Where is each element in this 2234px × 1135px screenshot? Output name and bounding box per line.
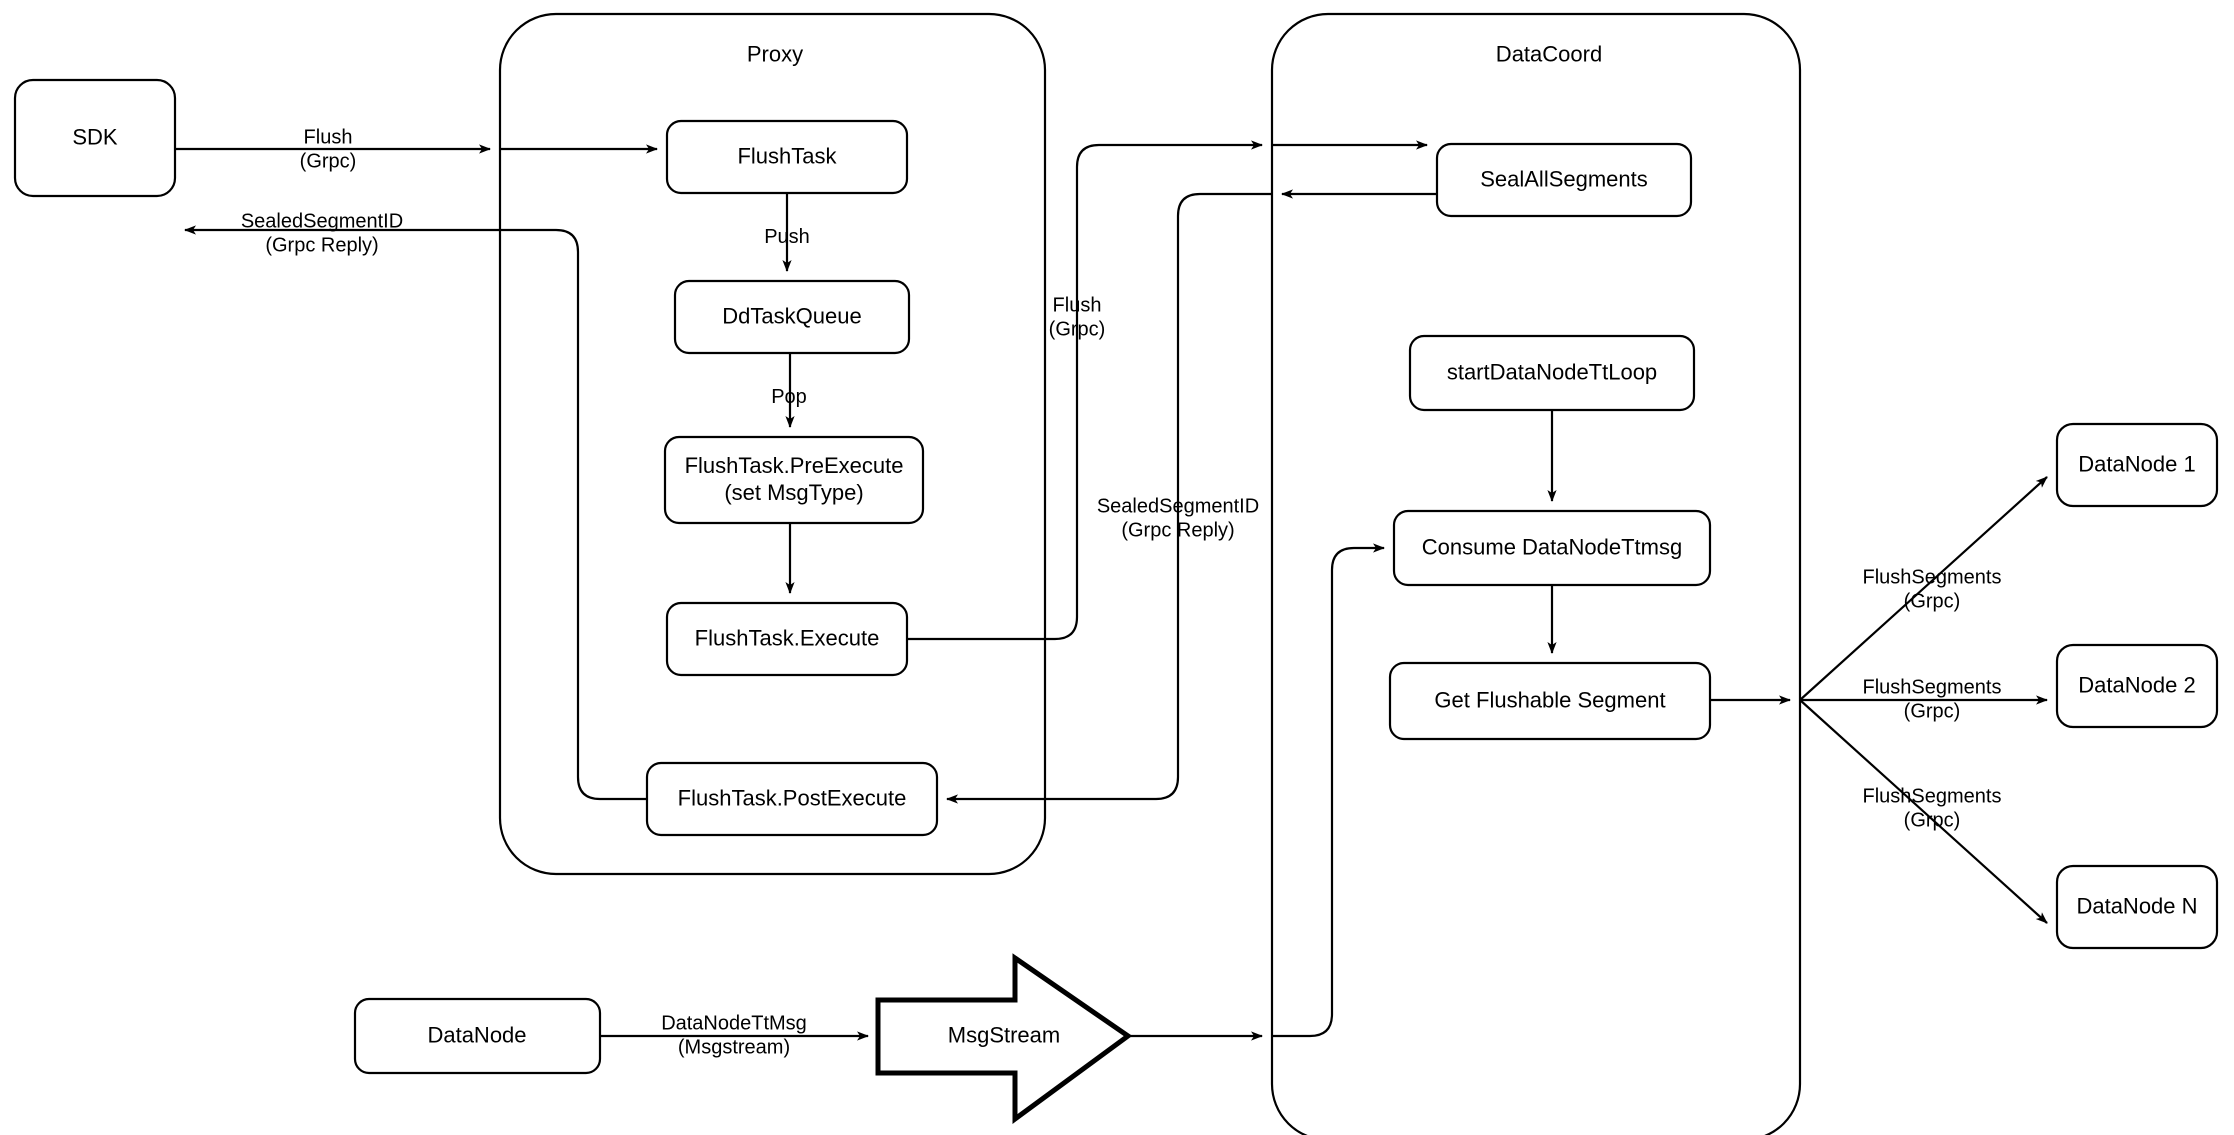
datanode-2-box (2055, 643, 2219, 729)
datacoord-container (1270, 12, 1802, 1135)
sdk-box (13, 78, 177, 198)
proxy-group-label: Proxy (746, 41, 804, 67)
edge-junction-to-datanode-1 (1799, 476, 2048, 701)
edge-label-pop: Pop (771, 385, 807, 408)
dd-task-queue-box (673, 279, 911, 355)
pre-execute-box (663, 435, 925, 525)
pre-execute-label: FlushTask.PreExecute (set MsgType) (684, 453, 904, 505)
edge-label-proxy-to-sdk: SealedSegmentID (Grpc Reply) (240, 210, 404, 257)
edge-label-flush-segments-2: FlushSegments (Grpc) (1862, 676, 2002, 723)
flush-task-box (665, 119, 909, 195)
edge-label-flush-segments-1: FlushSegments (Grpc) (1862, 566, 2002, 613)
edge-datacoord-exit-to-postexecute (946, 192, 1272, 804)
datanode-2-label: DataNode 2 (2078, 672, 2196, 698)
edge-label-flush-segments-n: FlushSegments (Grpc) (1862, 785, 2002, 832)
datacoord-group-label: DataCoord (1495, 41, 1603, 67)
get-flushable-label: Get Flushable Segment (1434, 687, 1666, 713)
msgstream-block-arrow (875, 953, 1133, 1124)
edge-execute-to-datacoord (907, 140, 1263, 641)
datanode-source-box (353, 997, 602, 1075)
datanode-1-box (2055, 422, 2219, 508)
consume-ttmsg-box (1392, 509, 1712, 587)
edge-junction-to-datanode-n (1799, 699, 2048, 924)
edge-postexecute-return-riser (440, 228, 647, 801)
msgstream-label: MsgStream (947, 1022, 1061, 1048)
consume-ttmsg-label: Consume DataNodeTtmsg (1421, 534, 1683, 560)
edge-label-datanode-ttmsg: DataNodeTtMsg (Msgstream) (661, 1012, 807, 1059)
seal-all-segments-label: SealAllSegments (1480, 166, 1648, 192)
execute-label: FlushTask.Execute (694, 625, 880, 651)
edge-label-datacoord-to-proxy: SealedSegmentID (Grpc Reply) (1096, 495, 1260, 542)
post-execute-label: FlushTask.PostExecute (677, 785, 907, 811)
datanode-source-label: DataNode (427, 1022, 527, 1048)
dd-task-queue-label: DdTaskQueue (722, 303, 862, 329)
proxy-container (498, 12, 1047, 876)
edge-label-sdk-to-proxy: Flush (Grpc) (299, 126, 357, 173)
start-tt-loop-box (1408, 334, 1696, 412)
execute-box (665, 601, 909, 677)
seal-all-segments-box (1435, 142, 1693, 218)
flush-task-label: FlushTask (737, 143, 837, 169)
sdk-label: SDK (72, 124, 118, 150)
datanode-n-box (2055, 864, 2219, 950)
get-flushable-box (1388, 661, 1712, 741)
edge-datacoord-ttmsg-riser (1272, 543, 1385, 1038)
post-execute-box (645, 761, 939, 837)
edge-label-proxy-to-datacoord: Flush (Grpc) (1048, 294, 1106, 341)
start-tt-loop-label: startDataNodeTtLoop (1446, 359, 1658, 385)
edge-label-push: Push (764, 225, 810, 248)
datanode-1-label: DataNode 1 (2078, 451, 2196, 477)
datanode-n-label: DataNode N (2076, 893, 2198, 919)
